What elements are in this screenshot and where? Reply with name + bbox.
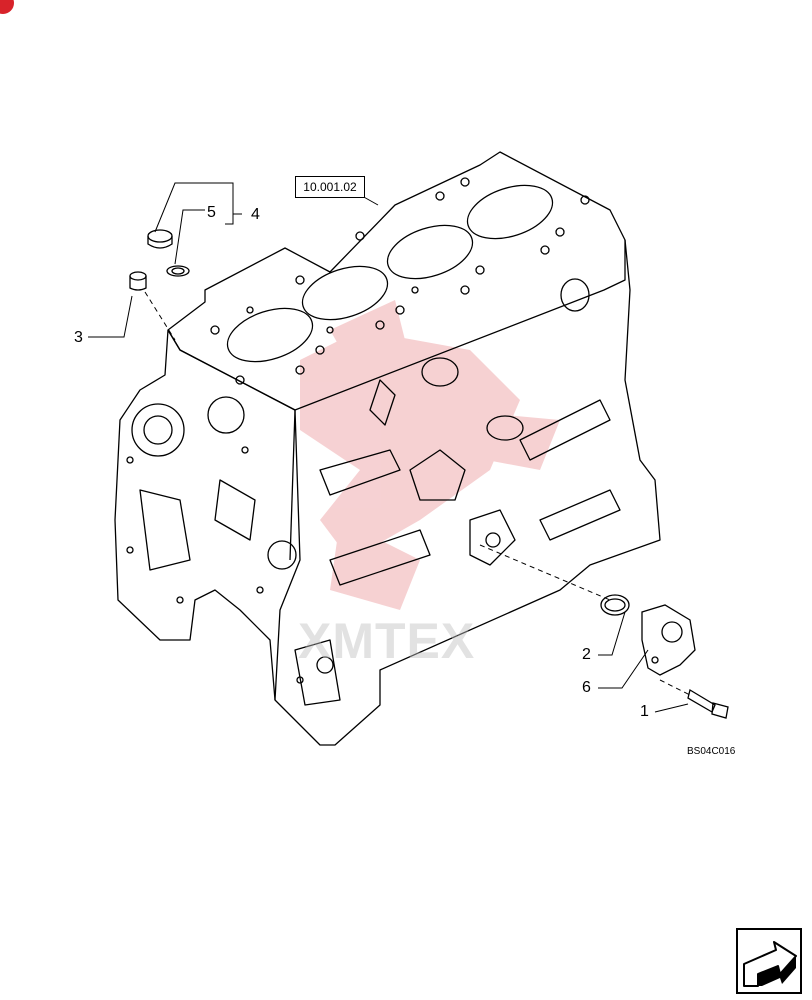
engine-block: [114, 151, 661, 746]
callout-1[interactable]: 1: [640, 703, 649, 720]
dashed-assembly-lines: [144, 291, 691, 696]
corner-badge-icon: [0, 0, 14, 14]
callout-6[interactable]: 6: [582, 679, 591, 696]
callout-2[interactable]: 2: [582, 646, 591, 663]
watermark-logo: [300, 300, 560, 610]
next-page-arrow-icon[interactable]: [736, 928, 802, 994]
figure-code: BS04C016: [687, 746, 736, 757]
watermark-text: XMTEX: [298, 613, 476, 669]
callout-5[interactable]: 5: [207, 204, 216, 221]
callout-3[interactable]: 3: [74, 329, 83, 346]
part-plug: [147, 229, 190, 277]
reference-link-box[interactable]: 10.001.02: [295, 176, 365, 198]
part-dowel: [129, 271, 147, 291]
callout-4[interactable]: 4: [251, 206, 260, 223]
leader-lines: [88, 182, 689, 713]
part-oring-plate-bolt: [600, 594, 729, 719]
